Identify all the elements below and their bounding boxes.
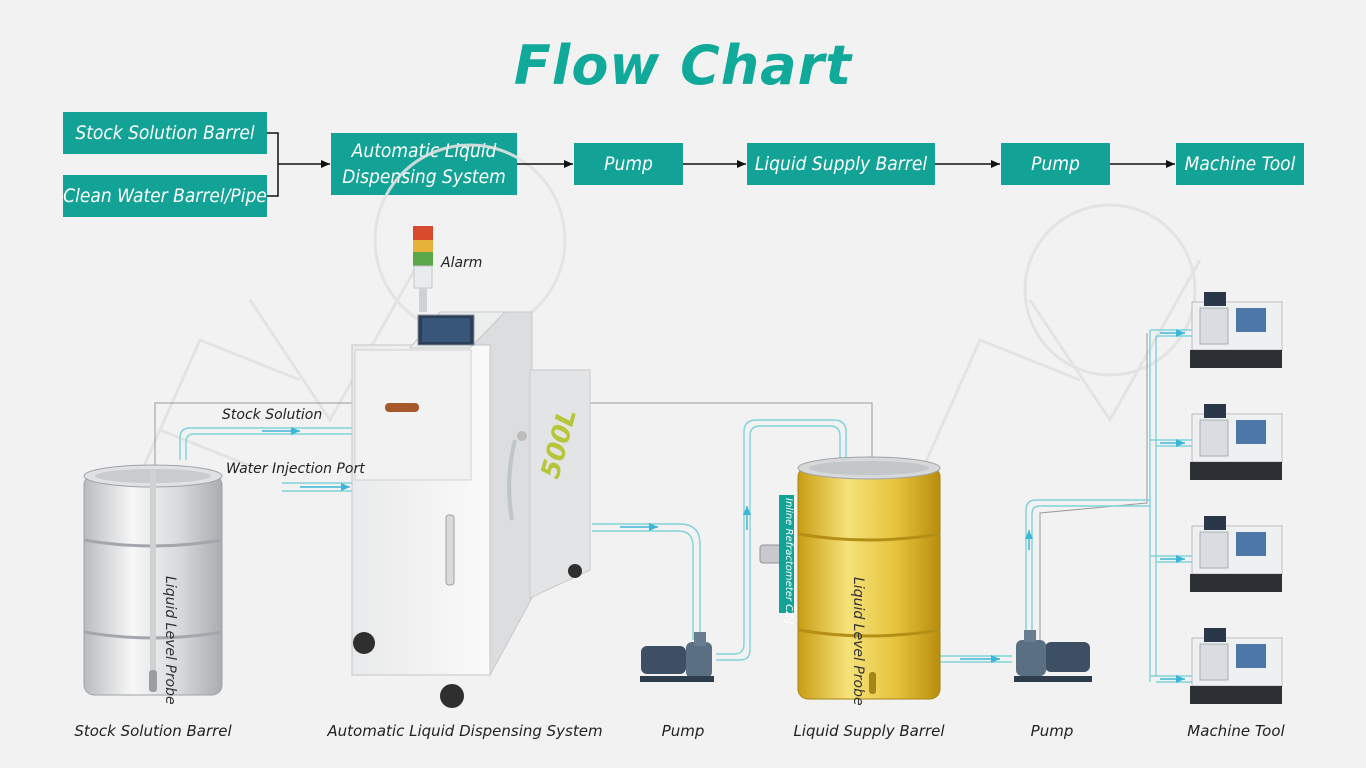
flow-box-machine-tool: Machine Tool: [1176, 143, 1304, 185]
level-probe-right-label: Liquid Level Probe: [850, 577, 866, 706]
flow-box-label: Stock Solution Barrel: [75, 122, 255, 144]
flow-box-label: Pump: [1031, 153, 1080, 175]
flow-box-label: Machine Tool: [1184, 153, 1296, 175]
refractometer-icon: [759, 495, 794, 613]
bottom-label-stock-barrel: Stock Solution Barrel: [74, 722, 232, 740]
machine-tool-1: [1190, 292, 1283, 368]
flow-box-liquid-supply-barrel: Liquid Supply Barrel: [747, 143, 935, 185]
bottom-label-pump-2: Pump: [1030, 722, 1074, 740]
alarm-label: Alarm: [441, 255, 483, 271]
level-probe-left-label: Liquid Level Probe: [162, 576, 178, 705]
pipes: [179, 329, 1192, 683]
bottom-label-dispensing-system: Automatic Liquid Dispensing System: [327, 722, 603, 740]
flow-box-stock-solution-barrel: Stock Solution Barrel: [63, 112, 267, 154]
machine-tool-3: [1190, 516, 1283, 592]
flow-box-clean-water: Clean Water Barrel/Pipe: [63, 175, 267, 217]
water-injection-port-label: Water Injection Port: [226, 461, 365, 477]
alarm-light: [413, 226, 433, 312]
pump-1-icon: [640, 632, 714, 682]
flow-box-dispensing-system: Automatic Liquid Dispensing System: [331, 133, 517, 195]
signal-wires: [154, 333, 1148, 685]
pump-2-icon: [1014, 630, 1092, 682]
page-title: Flow Chart: [513, 34, 853, 97]
flow-box-pump-2: Pump: [1001, 143, 1110, 185]
dispensing-system-cabinet: 500L: [351, 311, 591, 708]
flow-direction-arrows: [262, 329, 1185, 683]
stock-solution-barrel: [83, 464, 223, 696]
refractometer-label: Inline Refractometer CZ-J: [783, 498, 794, 625]
liquid-supply-barrel: [797, 456, 941, 700]
flow-box-pump-1: Pump: [574, 143, 683, 185]
stock-solution-label: Stock Solution: [222, 407, 323, 423]
flow-box-label: Dispensing System: [342, 166, 506, 188]
bottom-label-supply-barrel: Liquid Supply Barrel: [793, 722, 945, 740]
watermark: [118, 143, 1202, 521]
flow-box-label: Liquid Supply Barrel: [754, 153, 928, 175]
flow-box-label: Pump: [604, 153, 653, 175]
machine-tool-2: [1190, 404, 1283, 480]
flow-box-label: Clean Water Barrel/Pipe: [63, 185, 267, 207]
bottom-label-pump-1: Pump: [661, 722, 705, 740]
bottom-label-machine-tool: Machine Tool: [1187, 722, 1285, 740]
machine-tool-4: [1190, 628, 1283, 704]
flow-connectors: [267, 132, 1175, 197]
